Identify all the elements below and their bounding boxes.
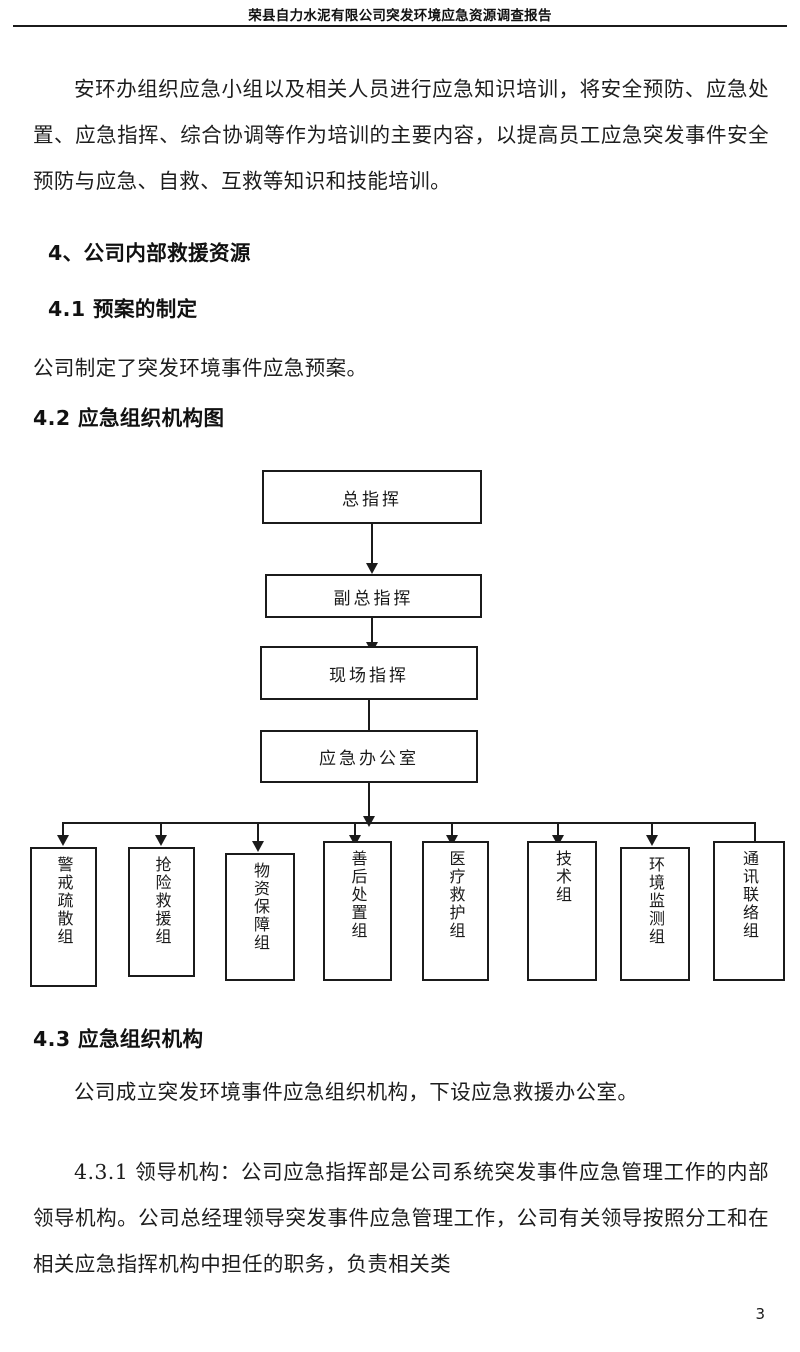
chart-node-team-rescue: 抢险救援组 — [128, 847, 195, 977]
chart-node-vice-commander-label: 副总指挥 — [333, 588, 414, 609]
bus-riser-1 — [62, 822, 65, 838]
paragraph-organization: 公司成立突发环境事件应急组织机构，下设应急救援办公室。 — [74, 1080, 639, 1104]
arrow-to-team-1-icon — [56, 835, 69, 846]
chart-node-team-communication-label: 通讯联络组 — [740, 850, 759, 940]
header-title: 荣县自力水泥有限公司突发环境应急资源调查报告 — [248, 8, 552, 24]
arrow-to-team-5-icon — [445, 835, 458, 846]
chart-node-team-monitoring-label: 环境监测组 — [646, 856, 665, 946]
bus-riser-4 — [353, 822, 357, 838]
chart-node-team-communication: 通讯联络组 — [713, 841, 785, 981]
chart-node-team-supplies-label: 物资保障组 — [251, 862, 270, 952]
chart-node-team-supplies: 物资保障组 — [225, 853, 295, 981]
page-number: 3 — [755, 1305, 765, 1323]
heading-section-4: 4、公司内部救援资源 — [48, 241, 251, 265]
chart-node-team-monitoring: 环境监测组 — [620, 847, 690, 981]
chart-node-commander-label: 总指挥 — [342, 489, 402, 510]
distribution-bus-line — [62, 822, 756, 825]
arrow-to-team-7-icon — [645, 835, 658, 846]
chart-node-team-aftermath-label: 善后处置组 — [348, 850, 368, 940]
heading-section-4-2: 4.2 应急组织机构图 — [33, 406, 225, 430]
arrow-to-team-6-icon — [551, 835, 564, 846]
bus-riser-3 — [256, 822, 260, 844]
bus-riser-8 — [753, 822, 756, 844]
chart-node-team-medical: 医疗救护组 — [422, 841, 489, 981]
arrow-to-team-2-icon — [154, 835, 167, 846]
bus-riser-2 — [159, 822, 163, 838]
chart-node-vice-commander: 副总指挥 — [265, 574, 482, 618]
edge-office-to-bus — [367, 783, 371, 823]
chart-node-site-commander-label: 现场指挥 — [329, 665, 409, 686]
arrow-commander-to-vice-icon — [365, 563, 378, 574]
paragraph-training: 安环办组织应急小组以及相关人员进行应急知识培训，将安全预防、应急处置、应急指挥、… — [33, 77, 769, 193]
edge-vice-to-site — [370, 618, 374, 646]
chart-node-emergency-office-label: 应急办公室 — [319, 749, 419, 769]
heading-section-4-1: 4.1 预案的制定 — [48, 297, 198, 321]
chart-node-team-medical-label: 医疗救护组 — [446, 850, 466, 940]
emergency-organization-chart: 总指挥 副总指挥 现场指挥 应急办公室 — [0, 455, 800, 1000]
edge-commander-to-vice — [370, 524, 374, 567]
chart-node-team-technical-label: 技术组 — [553, 850, 572, 904]
chart-node-commander: 总指挥 — [262, 470, 482, 524]
chart-node-team-rescue-label: 抢险救援组 — [152, 856, 172, 946]
chart-node-emergency-office: 应急办公室 — [260, 730, 478, 783]
chart-node-site-commander: 现场指挥 — [260, 646, 478, 700]
chart-node-team-guard-evacuation: 警戒疏散组 — [30, 847, 97, 987]
page-header: 荣县自力水泥有限公司突发环境应急资源调查报告 — [0, 0, 800, 30]
paragraph-plan: 公司制定了突发环境事件应急预案。 — [33, 356, 368, 380]
heading-section-4-3: 4.3 应急组织机构 — [33, 1027, 204, 1051]
chart-node-team-aftermath: 善后处置组 — [323, 841, 392, 981]
arrow-office-to-bus-icon — [362, 816, 375, 827]
bus-riser-5 — [450, 822, 454, 838]
bus-riser-7 — [650, 822, 654, 838]
paragraph-leadership: 4.3.1 领导机构：公司应急指挥部是公司系统突发事件应急管理工作的内部领导机构… — [33, 1160, 769, 1276]
arrow-to-team-4-icon — [348, 835, 361, 846]
chart-node-team-technical: 技术组 — [527, 841, 597, 981]
arrow-to-team-3-icon — [251, 841, 264, 852]
bus-riser-6 — [556, 822, 560, 838]
edge-site-to-office — [367, 700, 371, 740]
chart-node-team-guard-evacuation-label: 警戒疏散组 — [54, 856, 74, 946]
header-divider — [13, 24, 787, 27]
